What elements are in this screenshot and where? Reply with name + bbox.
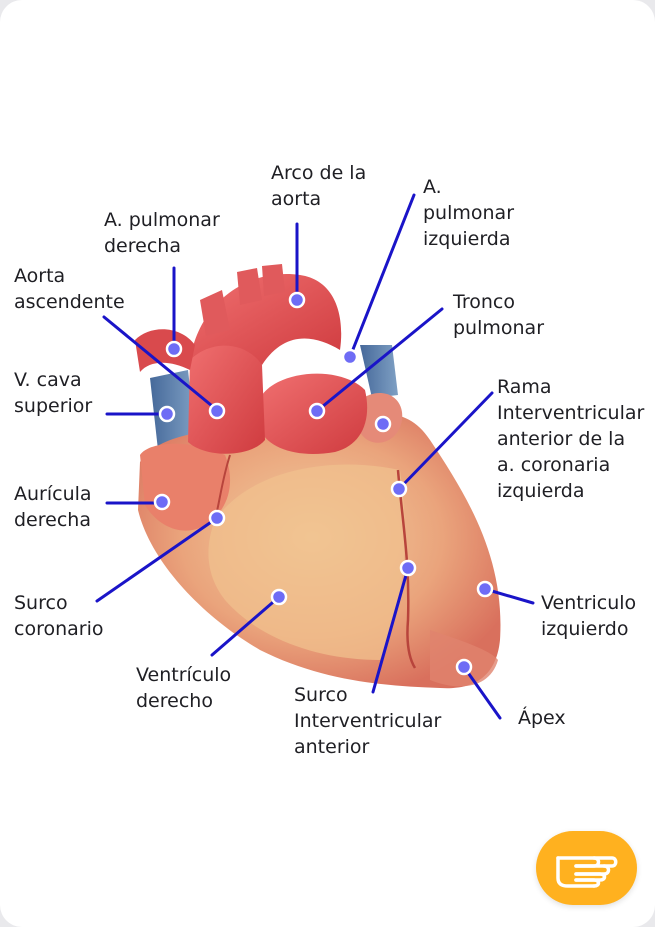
marker-aorta-ascendente[interactable] [208, 402, 226, 420]
marker-rama-interventricular[interactable] [390, 480, 408, 498]
pointing-hand-icon [555, 856, 617, 888]
label-aorta-ascendente: Aorta ascendente [14, 265, 125, 313]
left-common-carotid [237, 268, 262, 305]
label-ventriculo-derecho: Ventrículo derecho [136, 664, 232, 712]
coronary-vessel [396, 469, 417, 669]
right-pulmonary-artery [135, 329, 195, 372]
marker-ventriculo-derecho[interactable] [270, 588, 288, 606]
label-surco-interventricular: Surco Interventricular anterior [294, 684, 442, 758]
marker-a-pulmonar-izquierda[interactable] [341, 348, 359, 366]
marker-left-auricle[interactable] [374, 415, 392, 433]
label-apex: Ápex [518, 707, 566, 729]
ascending-aorta [188, 341, 265, 454]
label-a-pulmonar-derecha: A. pulmonar derecha [104, 209, 220, 257]
brachiocephalic-trunk [200, 290, 230, 336]
label-tronco-pulmonar: Tronco pulmonar [453, 291, 545, 339]
marker-v-cava-superior[interactable] [158, 405, 176, 423]
label-auricula-derecha: Aurícula derecha [14, 483, 92, 531]
marker-surco-coronario[interactable] [208, 509, 226, 527]
label-rama-interventricular: Rama Interventricular anterior de la a. … [497, 376, 645, 502]
leader-lines [95, 193, 535, 720]
marker-auricula-derecha[interactable] [153, 493, 171, 511]
label-ventriculo-izquierdo: Ventriculo izquierdo [541, 592, 637, 640]
apex-region [430, 630, 498, 687]
markers [153, 291, 494, 676]
marker-apex[interactable] [455, 658, 473, 676]
left-subclavian [262, 264, 285, 296]
label-v-cava-superior: V. cava superior [14, 369, 93, 417]
pulmonary-vein-right [360, 345, 398, 398]
marker-a-pulmonar-derecha[interactable] [165, 340, 183, 358]
pointing-hand-button[interactable] [536, 831, 637, 905]
label-a-pulmonar-izquierda: A. pulmonar izquierda [423, 176, 515, 250]
right-ventricle [208, 464, 405, 660]
marker-surco-interventricular[interactable] [399, 559, 417, 577]
marker-tronco-pulmonar[interactable] [308, 402, 326, 420]
marker-ventriculo-izquierdo[interactable] [476, 580, 494, 598]
label-surco-coronario: Surco coronario [14, 592, 104, 640]
label-arco-aorta: Arco de la aorta [271, 162, 367, 210]
marker-arco-aorta[interactable] [288, 291, 306, 309]
